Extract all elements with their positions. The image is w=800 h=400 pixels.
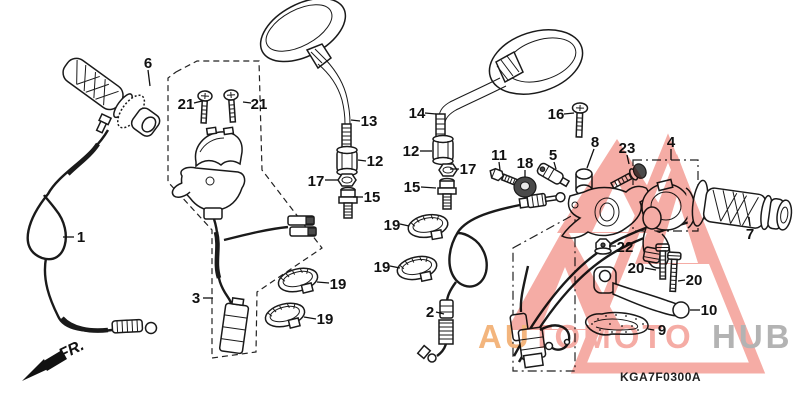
screw-16 [571,102,589,138]
callout-10: 10 [701,302,718,319]
nut-17-right [438,163,458,177]
callout-19b: 19 [317,311,334,328]
callout-9: 9 [658,322,666,339]
callout-19c: 19 [384,217,401,234]
callout-15-left: 15 [364,189,381,206]
callout-17-left: 17 [308,173,325,190]
callout-11: 11 [491,147,507,164]
cable-end-5 [536,162,571,188]
flange-nut-22 [594,238,612,255]
adapter-15-left [338,186,358,219]
left-grip [62,57,161,137]
left-mirror [259,0,352,149]
callout-5: 5 [549,147,557,164]
leader-lines [63,69,751,331]
watermark-layer: AU TOMOTO HUB [478,133,793,374]
callout-21a: 21 [178,96,195,113]
band-clamp-19-c [407,213,449,241]
callout-8: 8 [591,134,599,151]
callout-1: 1 [77,229,85,246]
callout-15-right: 15 [404,179,421,196]
callout-2: 2 [426,304,434,321]
band-clamp-19-d [396,255,438,283]
right-mirror [435,29,584,141]
band-clamp-19-a [277,267,319,295]
fr-label: FR. [56,337,87,364]
watermark-triangle-logo-4 [570,133,766,374]
screw-21-a [197,90,213,124]
fr-direction-arrow: FR. [22,337,87,381]
callout-labels: 6 21 21 13 12 17 15 1 3 19 19 14 12 17 1… [77,55,754,339]
callout-7: 7 [746,226,754,243]
nut-17-left [337,173,357,187]
watermark-triangle-logo-2 [507,226,623,330]
callout-18: 18 [517,155,534,172]
watermark-text: AU TOMOTO HUB [478,318,793,355]
callout-13: 13 [361,113,378,130]
screw-21-b [223,89,239,123]
callout-21b: 21 [251,96,268,113]
right-grip [691,179,793,231]
callout-12-right: 12 [403,143,420,160]
callout-6: 6 [144,55,152,72]
mirror-boot-12-right [432,134,454,166]
callout-19a: 19 [330,276,347,293]
watermark-seg-au: AU [478,318,532,355]
adapter-15-right [437,177,457,210]
mirror-boot-12-left [336,145,358,177]
watermark-seg-tomoto: TOMOTO [532,318,694,355]
grommet-18 [513,176,537,198]
callout-12-left: 12 [367,153,384,170]
switch-housing-assembly [171,126,317,355]
callout-16: 16 [548,106,565,123]
callout-14: 14 [409,105,426,122]
callout-19d: 19 [374,259,391,276]
callout-17-right: 17 [460,161,477,178]
watermark-seg-hub: HUB [712,318,793,355]
callout-20b: 20 [686,272,703,289]
callout-20a: 20 [628,260,645,277]
band-clamp-19-b [264,302,306,330]
throttle-cable [416,191,566,363]
callout-3: 3 [192,290,200,307]
left-dashed-box [167,60,323,359]
choke-cable [26,113,158,335]
